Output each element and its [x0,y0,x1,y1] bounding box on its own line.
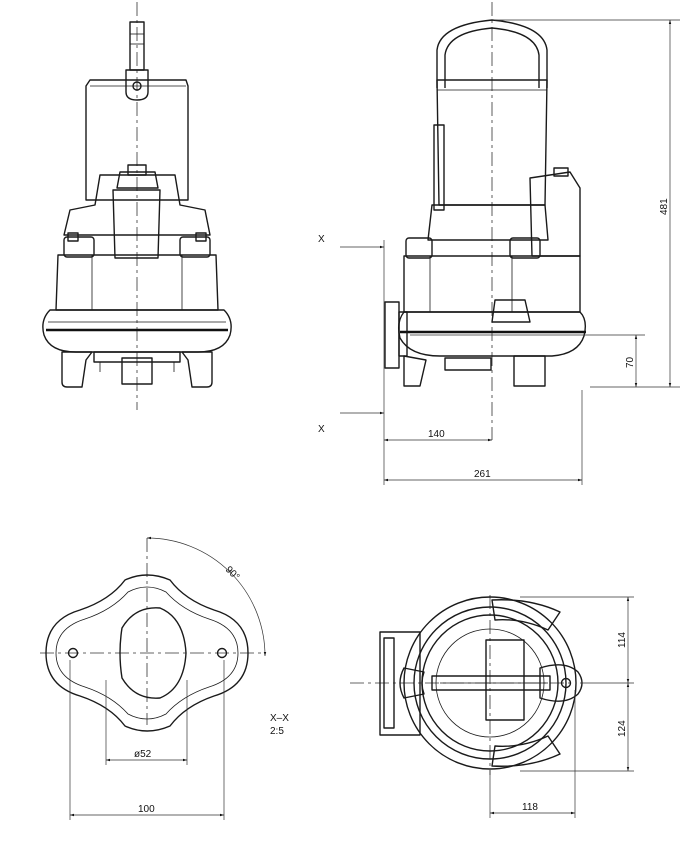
dim-horizontal-offset: 118 [522,802,538,813]
dim-bottom-offset: 124 [617,720,628,737]
dim-outlet-height: 70 [625,356,636,368]
section-markers: X X [318,234,385,435]
dim-overall-width: 261 [474,469,491,480]
section-scale: 2:5 [270,726,284,737]
bottom-view: 114 124 118 [350,595,634,818]
flange-section: 90° ø52 100 X–X 2:5 [40,536,289,820]
dim-bore-diameter: ø52 [134,749,152,760]
side-view [384,2,587,440]
dim-outlet-offset: 140 [428,429,445,440]
dim-flange-spacing: 100 [138,804,155,815]
dimensions-side: 481 70 140 261 [383,19,680,485]
section-marker-bottom: X [318,424,325,435]
dim-height-total: 481 [659,198,670,215]
section-marker-top: X [318,234,325,245]
front-view [42,2,232,410]
dim-top-offset: 114 [617,632,628,648]
section-label: X–X [270,713,289,724]
dim-angle: 90° [223,564,241,582]
